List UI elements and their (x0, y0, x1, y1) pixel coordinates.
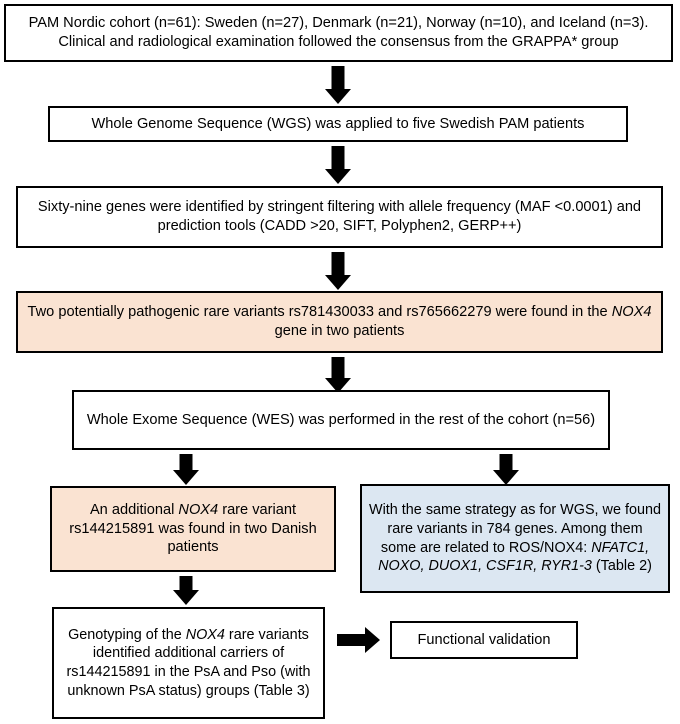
node-danish-variant-suffix: rare variant rs144215891 was found in tw… (69, 501, 317, 556)
node-wgs-text: Whole Genome Sequence (WGS) was applied … (91, 115, 585, 132)
node-wes-text: Whole Exome Sequence (WES) was performed… (86, 411, 596, 428)
node-wgs[interactable]: Whole Genome Sequence (WGS) was applied … (48, 106, 628, 142)
node-wes-results-line1: With the same strategy as for WGS, we fo… (369, 502, 661, 556)
node-danish-variant-text: An additional NOX4 rare variant rs144215… (59, 501, 327, 558)
node-functional-validation-text: Functional validation (417, 631, 551, 648)
node-filtering[interactable]: Sixty-nine genes were identified by stri… (16, 186, 663, 248)
gene-list-ros-nox4: NFATC1, NOXO, DUOX1, CSF1R, RYR1-3 (378, 539, 650, 575)
node-genotyping-text: Genotyping of the NOX4 rare variants ide… (61, 626, 316, 701)
node-variants-nox4-line1: Two potentially pathogenic rare variants… (27, 304, 608, 321)
node-wes-results[interactable]: With the same strategy as for WGS, we fo… (360, 484, 670, 593)
node-filtering-text: Sixty-nine genes were identified by stri… (37, 199, 642, 234)
node-cohort[interactable]: PAM Nordic cohort (n=61): Sweden (n=27),… (4, 4, 673, 62)
node-variants-nox4-text: Two potentially pathogenic rare variants… (25, 303, 654, 341)
node-functional-validation[interactable]: Functional validation (390, 621, 578, 659)
node-genotyping-suffix: rare variants identified additional carr… (66, 626, 311, 699)
node-wes-results-text: With the same strategy as for WGS, we fo… (369, 501, 661, 576)
node-genotyping-prefix: Genotyping of the (68, 626, 186, 643)
node-variants-nox4[interactable]: Two potentially pathogenic rare variants… (16, 291, 663, 353)
node-cohort-text: PAM Nordic cohort (n=61): Sweden (n=27),… (28, 15, 649, 50)
gene-name-nox4: NOX4 (185, 626, 225, 643)
node-wes-results-table-ref: (Table 2) (591, 558, 652, 575)
node-wes[interactable]: Whole Exome Sequence (WES) was performed… (72, 390, 610, 450)
gene-name-nox4: NOX4 (178, 501, 219, 518)
node-variants-nox4-line2: gene in two patients (274, 323, 405, 339)
node-danish-variant[interactable]: An additional NOX4 rare variant rs144215… (50, 486, 336, 572)
gene-name-nox4: NOX4 (611, 304, 652, 321)
node-genotyping[interactable]: Genotyping of the NOX4 rare variants ide… (52, 607, 325, 719)
node-danish-variant-prefix: An additional (89, 501, 179, 518)
